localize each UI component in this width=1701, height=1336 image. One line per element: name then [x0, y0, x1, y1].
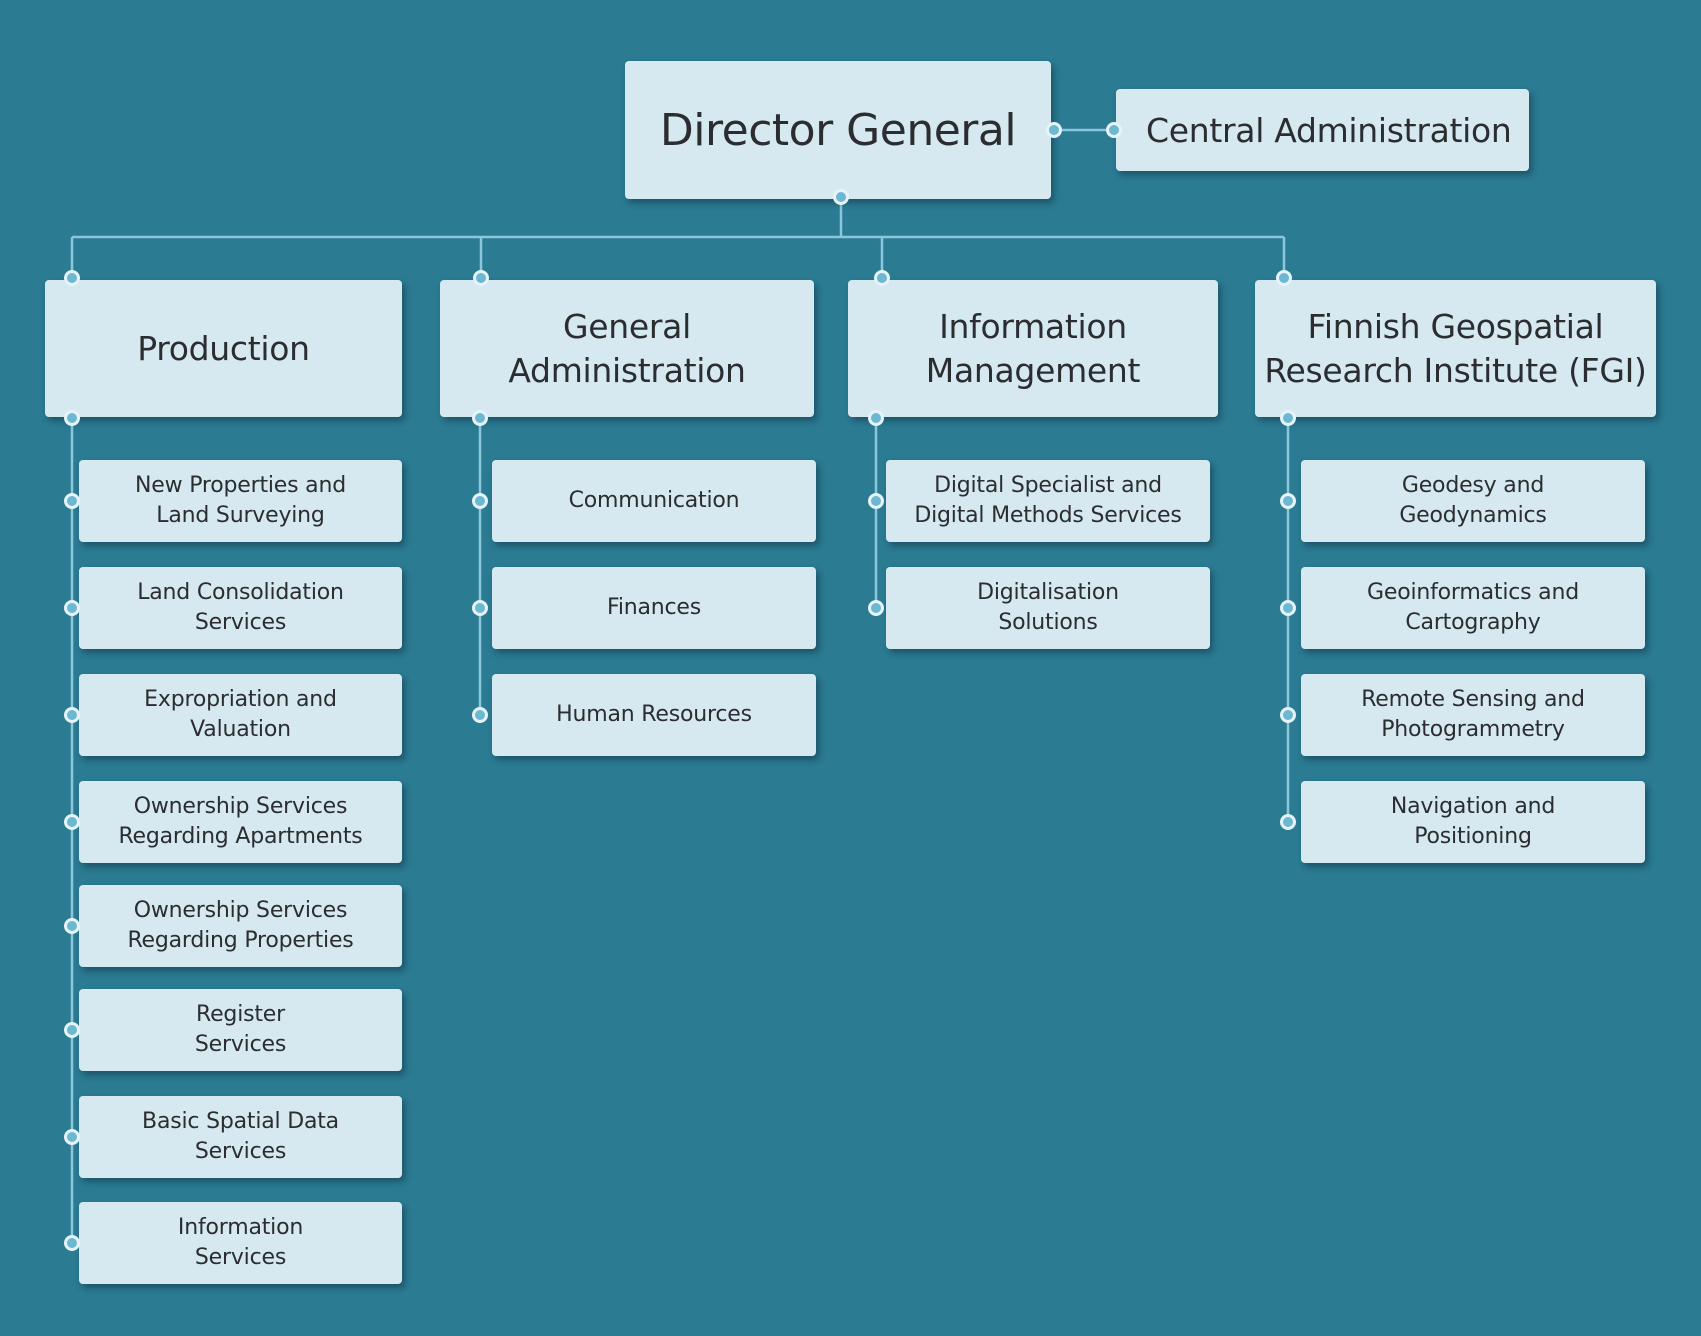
unit-box: Information Services: [79, 1202, 402, 1284]
unit-box: Basic Spatial Data Services: [79, 1096, 402, 1178]
unit-box: Land Consolidation Services: [79, 567, 402, 649]
department-0-top-connector-dot: [64, 270, 80, 286]
unit-connector-dot: [64, 600, 80, 616]
department-1-bottom-connector-dot: [472, 410, 488, 426]
unit-connector-dot: [64, 1235, 80, 1251]
department-1-top-connector-dot: [473, 270, 489, 286]
department-production: Production: [45, 280, 402, 417]
central-admin-connector-dot: [1106, 122, 1122, 138]
department-3-bottom-connector-dot: [1280, 410, 1296, 426]
unit-connector-dot: [64, 1129, 80, 1145]
unit-box: Register Services: [79, 989, 402, 1071]
unit-connector-dot: [472, 600, 488, 616]
unit-connector-dot: [1280, 707, 1296, 723]
unit-box: Remote Sensing and Photogrammetry: [1301, 674, 1645, 756]
unit-connector-dot: [64, 1022, 80, 1038]
unit-box: Geoinformatics and Cartography: [1301, 567, 1645, 649]
unit-connector-dot: [64, 918, 80, 934]
department-2-bottom-connector-dot: [868, 410, 884, 426]
unit-connector-dot: [64, 493, 80, 509]
unit-box: Geodesy and Geodynamics: [1301, 460, 1645, 542]
department-general-administration: General Administration: [440, 280, 814, 417]
unit-connector-dot: [64, 707, 80, 723]
unit-box: Digitalisation Solutions: [886, 567, 1210, 649]
department-2-top-connector-dot: [874, 270, 890, 286]
unit-connector-dot: [64, 814, 80, 830]
department-fgi: Finnish Geospatial Research Institute (F…: [1255, 280, 1656, 417]
central-administration-box: Central Administration: [1116, 89, 1529, 171]
department-3-top-connector-dot: [1276, 270, 1292, 286]
unit-connector-dot: [868, 493, 884, 509]
department-0-bottom-connector-dot: [64, 410, 80, 426]
unit-box: Navigation and Positioning: [1301, 781, 1645, 863]
unit-connector-dot: [868, 600, 884, 616]
unit-box: Ownership Services Regarding Properties: [79, 885, 402, 967]
unit-connector-dot: [472, 493, 488, 509]
unit-box: Human Resources: [492, 674, 816, 756]
unit-box: Ownership Services Regarding Apartments: [79, 781, 402, 863]
unit-box: Communication: [492, 460, 816, 542]
unit-connector-dot: [1280, 493, 1296, 509]
unit-box: Digital Specialist and Digital Methods S…: [886, 460, 1210, 542]
department-information-management: Information Management: [848, 280, 1218, 417]
unit-connector-dot: [1280, 600, 1296, 616]
director-right-connector-dot: [1046, 122, 1062, 138]
unit-connector-dot: [1280, 814, 1296, 830]
unit-box: Finances: [492, 567, 816, 649]
unit-box: New Properties and Land Surveying: [79, 460, 402, 542]
unit-connector-dot: [472, 707, 488, 723]
director-general-box: Director General: [625, 61, 1051, 199]
unit-box: Expropriation and Valuation: [79, 674, 402, 756]
director-bottom-connector-dot: [833, 189, 849, 205]
